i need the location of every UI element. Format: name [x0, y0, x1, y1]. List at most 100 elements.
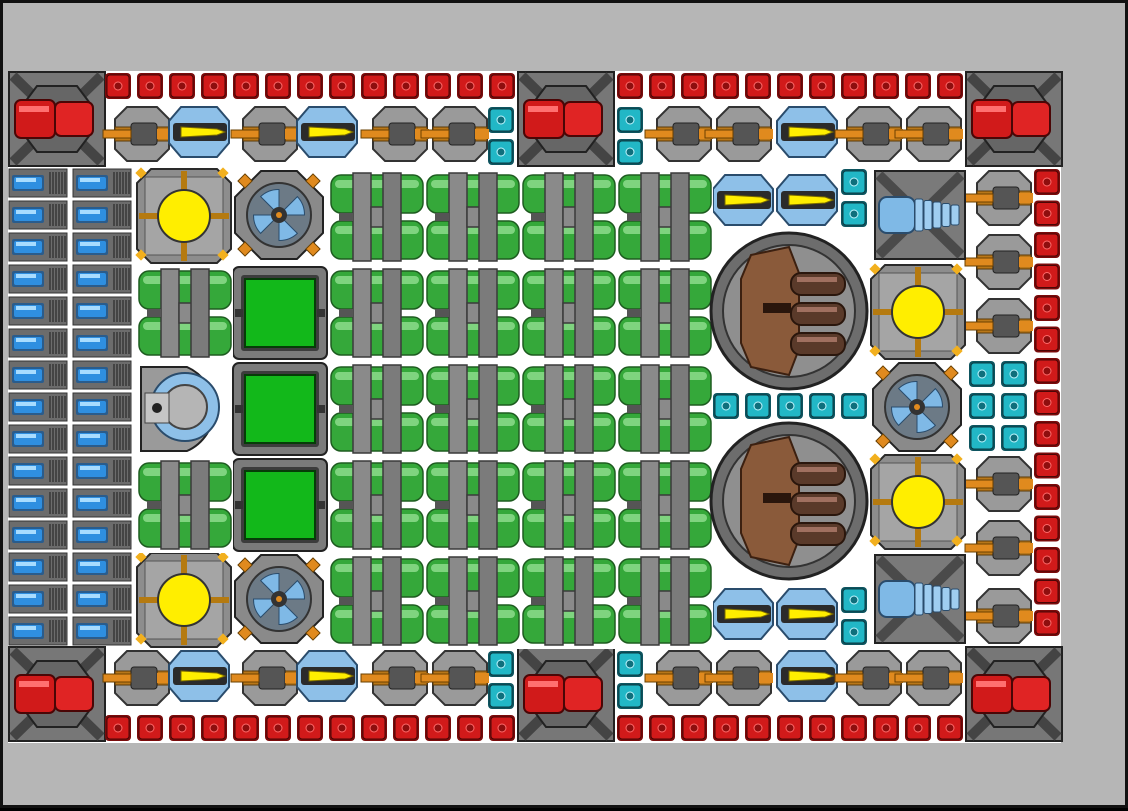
ion-thruster-blue[interactable] — [874, 554, 966, 644]
armor-block-red[interactable] — [137, 73, 163, 99]
gun-turret-orange[interactable] — [964, 170, 1033, 226]
battery-cell[interactable] — [72, 168, 132, 198]
battery-cell[interactable] — [72, 616, 132, 646]
armor-block-teal[interactable] — [969, 393, 995, 419]
battery-cell[interactable] — [8, 200, 68, 230]
battery-cell[interactable] — [8, 456, 68, 486]
gun-turret-orange[interactable] — [894, 650, 963, 706]
armor-block-red[interactable] — [809, 715, 835, 741]
armor-block-red[interactable] — [873, 715, 899, 741]
missile-launcher-yellow[interactable] — [168, 106, 230, 158]
armor-block-red[interactable] — [169, 715, 195, 741]
armor-block-red[interactable] — [1034, 326, 1060, 353]
armor-block-red[interactable] — [1034, 263, 1060, 290]
armor-block-red[interactable] — [329, 715, 355, 741]
armor-block-red[interactable] — [713, 73, 739, 99]
armor-block-teal[interactable] — [1001, 361, 1027, 387]
armor-block-teal[interactable] — [488, 683, 514, 709]
gun-turret-orange[interactable] — [704, 106, 773, 162]
gun-turret-orange[interactable] — [360, 650, 429, 706]
gun-turret-orange[interactable] — [834, 650, 903, 706]
battery-cell[interactable] — [8, 328, 68, 358]
armor-block-red[interactable] — [425, 73, 451, 99]
armor-block-red[interactable] — [1034, 169, 1060, 195]
armor-block-teal[interactable] — [969, 361, 995, 387]
cannon-turret-large[interactable] — [709, 231, 869, 391]
ion-thruster-blue[interactable] — [874, 170, 966, 260]
missile-launcher-yellow[interactable] — [712, 588, 774, 640]
pipe-tank-green[interactable] — [329, 361, 713, 457]
armor-block-red[interactable] — [297, 73, 323, 99]
battery-cell[interactable] — [72, 424, 132, 454]
armor-block-red[interactable] — [649, 73, 675, 99]
armor-block-red[interactable] — [201, 715, 227, 741]
battery-cell[interactable] — [8, 232, 68, 262]
battery-cell[interactable] — [8, 520, 68, 550]
armor-block-red[interactable] — [393, 715, 419, 741]
reactor-core[interactable] — [135, 167, 232, 264]
missile-launcher-yellow[interactable] — [776, 650, 838, 702]
armor-block-red[interactable] — [1034, 547, 1060, 573]
armor-block-teal[interactable] — [617, 651, 643, 677]
armor-block-red[interactable] — [233, 73, 259, 99]
battery-cell[interactable] — [72, 264, 132, 294]
armor-block-red[interactable] — [1034, 200, 1060, 227]
armor-block-red[interactable] — [1034, 295, 1060, 321]
gun-turret-orange[interactable] — [964, 588, 1033, 644]
armor-block-red[interactable] — [265, 715, 291, 741]
armor-block-red[interactable] — [169, 73, 195, 99]
gun-turret-orange[interactable] — [230, 650, 299, 706]
battery-cell[interactable] — [72, 360, 132, 390]
missile-launcher-yellow[interactable] — [168, 650, 230, 702]
battery-cell[interactable] — [72, 488, 132, 518]
armor-block-red[interactable] — [617, 73, 643, 99]
armor-block-teal[interactable] — [713, 393, 739, 419]
thruster-corner[interactable] — [8, 646, 106, 742]
battery-cell[interactable] — [72, 552, 132, 582]
armor-block-teal[interactable] — [841, 169, 867, 195]
gun-turret-orange[interactable] — [964, 456, 1033, 512]
armor-block-teal[interactable] — [617, 139, 643, 165]
gun-turret-orange[interactable] — [964, 520, 1033, 576]
control-screen[interactable] — [232, 266, 328, 360]
battery-cell[interactable] — [72, 584, 132, 614]
armor-block-red[interactable] — [233, 715, 259, 741]
shield-generator[interactable] — [872, 362, 962, 452]
missile-launcher-yellow[interactable] — [776, 174, 838, 226]
armor-block-red[interactable] — [1034, 452, 1060, 479]
battery-cell[interactable] — [8, 552, 68, 582]
armor-block-red[interactable] — [1034, 389, 1060, 416]
thruster-corner[interactable] — [965, 646, 1063, 742]
armor-block-red[interactable] — [681, 715, 707, 741]
armor-block-teal[interactable] — [809, 393, 835, 419]
battery-cell[interactable] — [8, 616, 68, 646]
battery-cell[interactable] — [72, 232, 132, 262]
battery-cell[interactable] — [72, 520, 132, 550]
armor-block-teal[interactable] — [841, 587, 867, 613]
pipe-tank-green[interactable] — [329, 265, 713, 361]
armor-block-red[interactable] — [777, 715, 803, 741]
armor-block-teal[interactable] — [777, 393, 803, 419]
missile-launcher-yellow[interactable] — [296, 650, 358, 702]
battery-cell[interactable] — [72, 200, 132, 230]
thruster-corner[interactable] — [8, 71, 106, 167]
thruster-corner[interactable] — [965, 71, 1063, 167]
pipe-tank-green[interactable] — [329, 553, 713, 649]
battery-cell[interactable] — [8, 264, 68, 294]
missile-launcher-yellow[interactable] — [776, 588, 838, 640]
armor-block-red[interactable] — [713, 715, 739, 741]
gun-turret-orange[interactable] — [102, 106, 171, 162]
reactor-core[interactable] — [869, 263, 966, 360]
armor-block-red[interactable] — [489, 73, 515, 99]
armor-block-red[interactable] — [1034, 232, 1060, 258]
armor-block-red[interactable] — [201, 73, 227, 99]
ship-editor-canvas[interactable] — [3, 3, 1128, 811]
armor-block-teal[interactable] — [488, 107, 514, 133]
gun-turret-orange[interactable] — [834, 106, 903, 162]
control-screen[interactable] — [232, 458, 328, 552]
battery-cell[interactable] — [72, 296, 132, 326]
armor-block-red[interactable] — [361, 73, 387, 99]
battery-cell[interactable] — [8, 360, 68, 390]
pipe-tank-green[interactable] — [329, 169, 713, 265]
armor-block-red[interactable] — [745, 715, 771, 741]
